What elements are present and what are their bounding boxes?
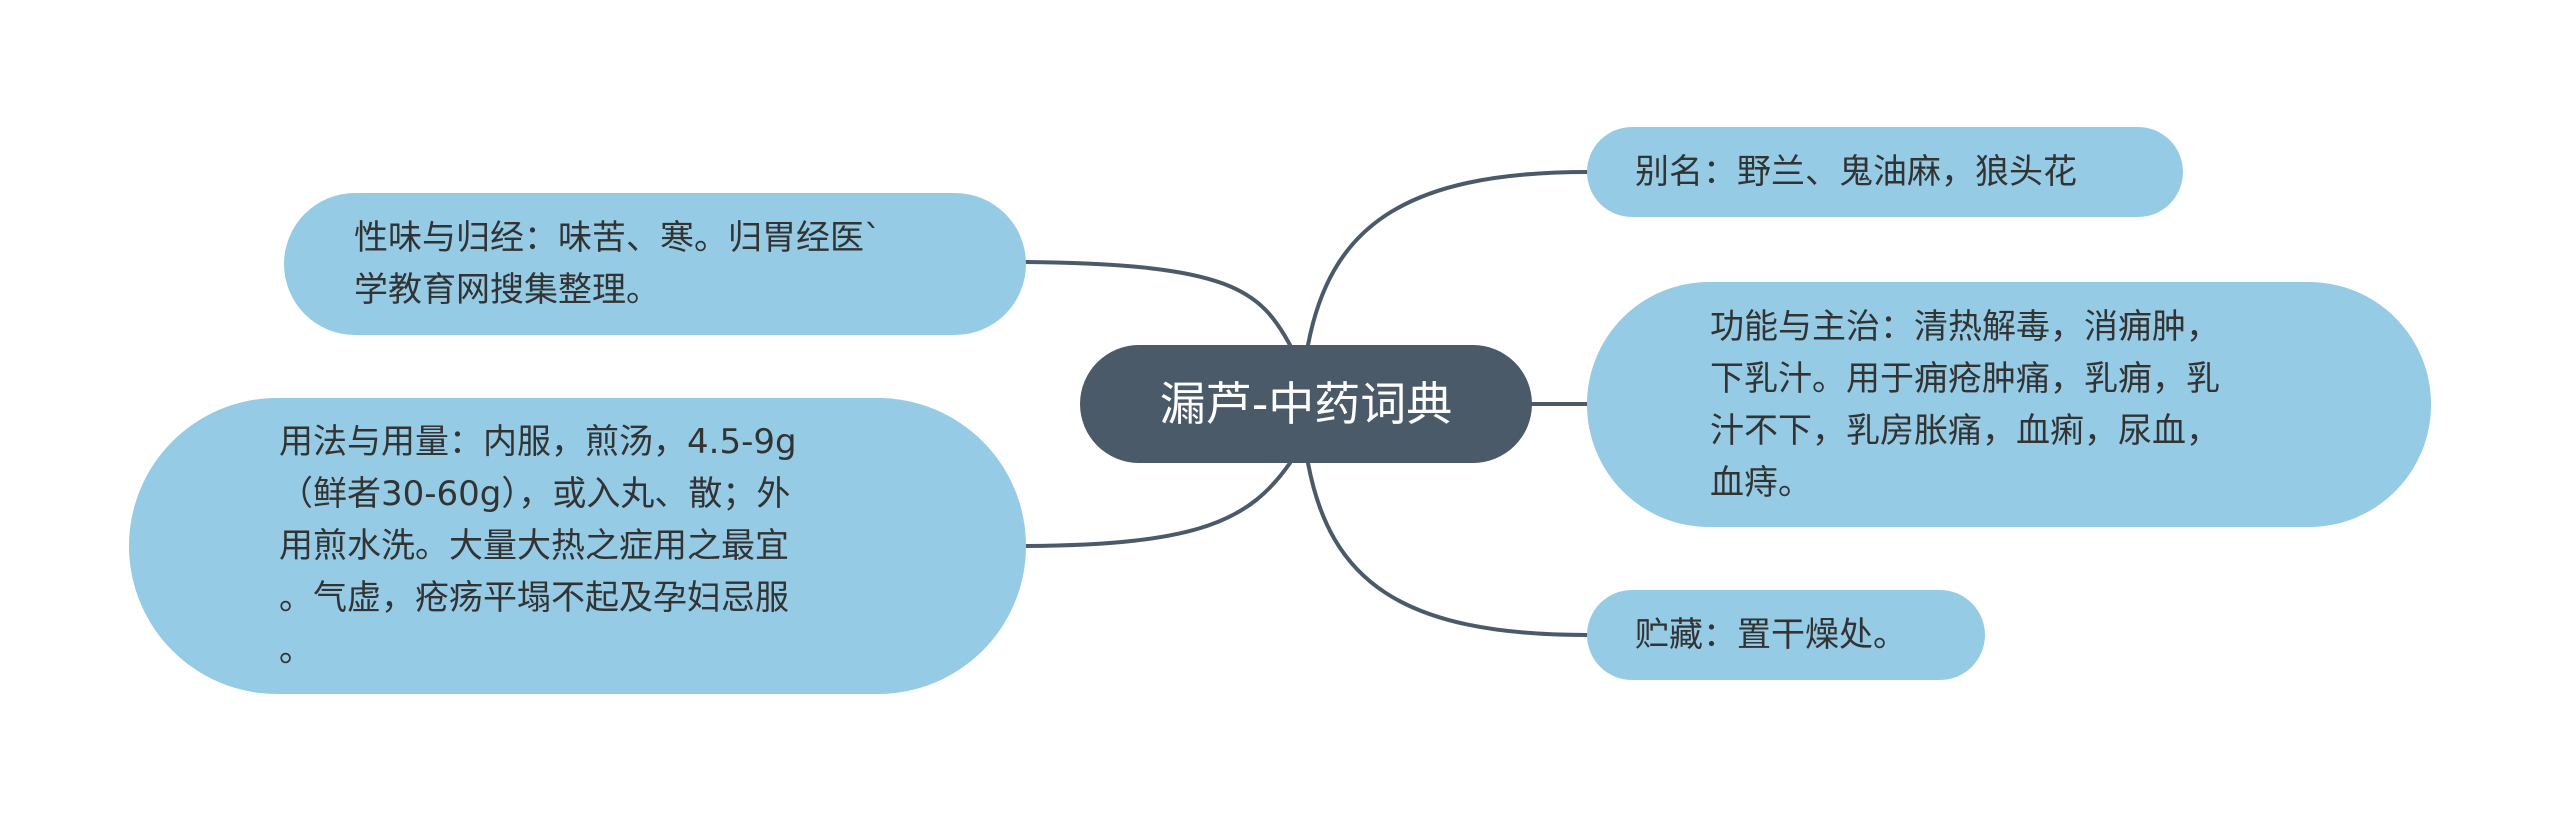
topic-storage[interactable]: 贮藏：置干燥处。 xyxy=(1587,590,1985,680)
topic-function-indication-text: 功能与主治：清热解毒，消痈肿， 下乳汁。用于痈疮肿痛，乳痈，乳 汁不下，乳房胀痛… xyxy=(1710,306,2220,503)
connector-to-zhucang xyxy=(1306,461,1589,637)
topic-nature-meridian[interactable]: 性味与归经：味苦、寒。归胃经医` 学教育网搜集整理。 xyxy=(284,193,1026,335)
central-topic-label: 漏芦-中药词典 xyxy=(1159,377,1453,431)
topic-usage-dosage[interactable]: 用法与用量：内服，煎汤，4.5-9g （鲜者30-60g），或入丸、散；外 用煎… xyxy=(129,398,1026,694)
connector-to-bieming xyxy=(1306,170,1589,347)
central-topic[interactable]: 漏芦-中药词典 xyxy=(1080,345,1532,463)
connector-to-xingwei xyxy=(1024,260,1292,347)
topic-alias[interactable]: 别名：野兰、鬼油麻，狼头花 xyxy=(1587,127,2183,217)
topic-usage-dosage-text: 用法与用量：内服，煎汤，4.5-9g （鲜者30-60g），或入丸、散；外 用煎… xyxy=(279,422,797,670)
topic-alias-text: 别名：野兰、鬼油麻，狼头花 xyxy=(1635,152,2077,192)
topic-nature-meridian-text: 性味与归经：味苦、寒。归胃经医` 学教育网搜集整理。 xyxy=(354,218,881,310)
topic-function-indication[interactable]: 功能与主治：清热解毒，消痈肿， 下乳汁。用于痈疮肿痛，乳痈，乳 汁不下，乳房胀痛… xyxy=(1587,282,2431,527)
topic-storage-text: 贮藏：置干燥处。 xyxy=(1635,615,1907,655)
connector-to-yongfa xyxy=(1024,461,1292,548)
